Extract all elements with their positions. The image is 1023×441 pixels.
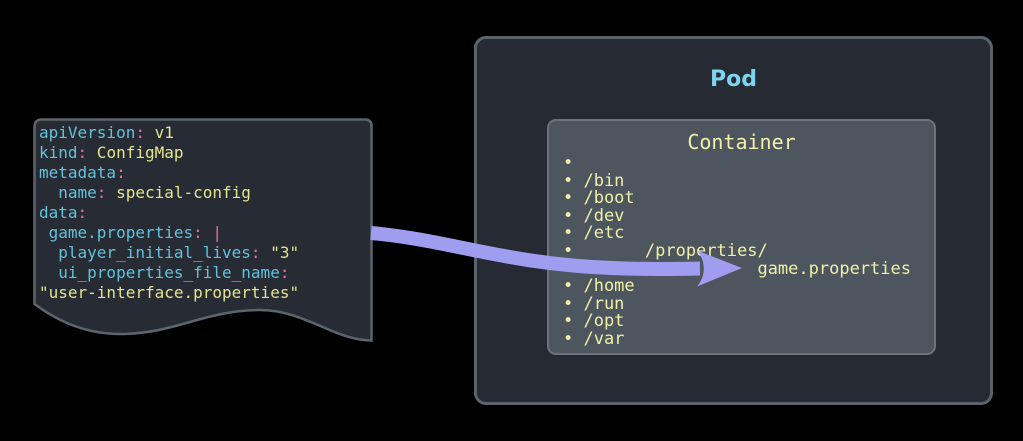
filesystem-entry: • /properties/ bbox=[563, 240, 768, 261]
filesystem-entry: • /dev bbox=[563, 205, 625, 226]
yaml-line: ui_properties_file_name: bbox=[39, 263, 290, 282]
yaml-line: data: bbox=[39, 203, 88, 222]
yaml-line: apiVersion: v1 bbox=[39, 123, 174, 142]
filesystem-entry: • bbox=[563, 153, 574, 173]
yaml-line: "user-interface.properties" bbox=[39, 283, 300, 302]
pod-title: Pod bbox=[710, 67, 757, 92]
yaml-line: player_initial_lives: "3" bbox=[39, 243, 300, 262]
filesystem-entry: • /run bbox=[563, 293, 625, 314]
container-title: Container bbox=[687, 130, 796, 154]
filesystem-entry: • /var bbox=[563, 328, 625, 349]
container-filesystem-list: •• /bin• /boot• /dev• /etc• /properties/… bbox=[549, 154, 934, 349]
filesystem-entry: • /boot bbox=[563, 188, 635, 209]
yaml-line: game.properties: | bbox=[39, 223, 223, 242]
container-box: Container •• /bin• /boot• /dev• /etc• /p… bbox=[547, 119, 936, 355]
filesystem-entry: • /bin bbox=[563, 170, 625, 191]
yaml-line: kind: ConfigMap bbox=[39, 143, 184, 162]
pod-box: Pod Container •• /bin• /boot• /dev• /etc… bbox=[474, 36, 993, 405]
yaml-line: name: special-config bbox=[39, 183, 251, 202]
filesystem-entry: game.properties bbox=[563, 258, 911, 279]
configmap-paper-shape bbox=[33, 118, 373, 342]
filesystem-entry: • /home bbox=[563, 276, 635, 297]
yaml-line: metadata: bbox=[39, 163, 126, 182]
filesystem-entry: • /opt bbox=[563, 311, 625, 332]
